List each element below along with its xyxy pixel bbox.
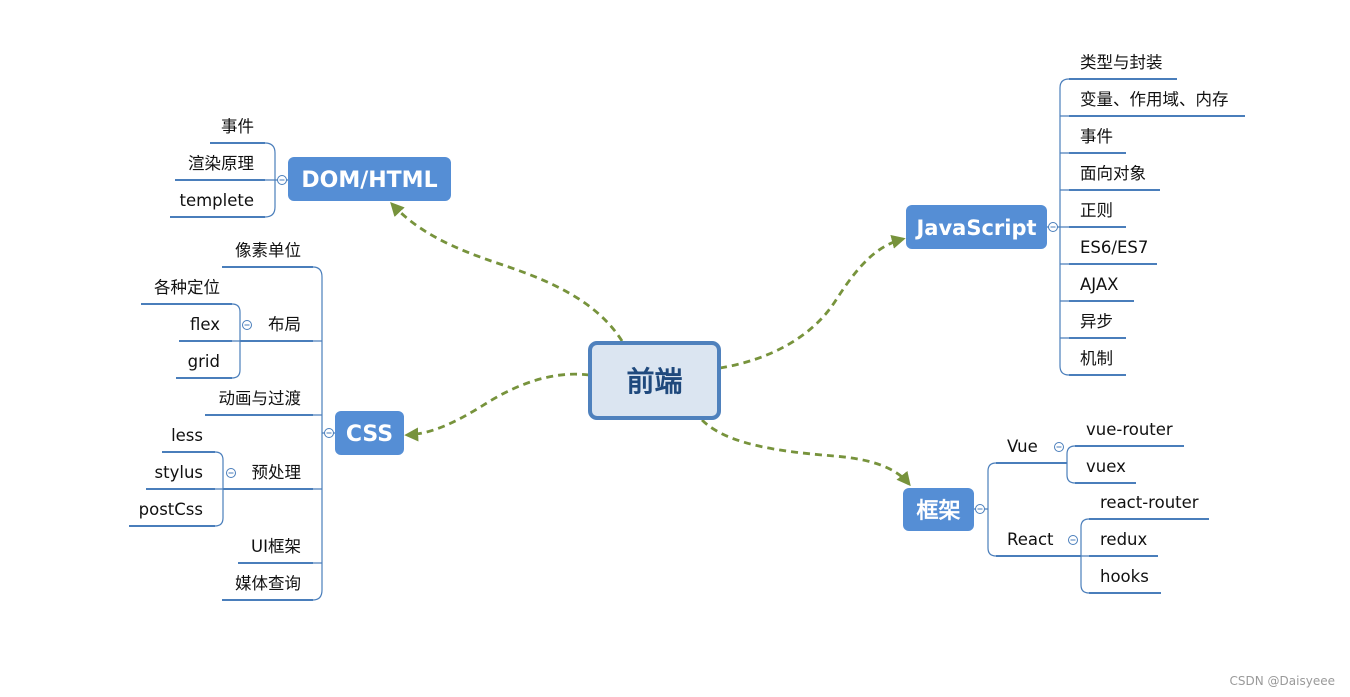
subtopic-label: flex <box>190 315 220 334</box>
subtopic-animation-transition: 动画与过渡 <box>205 389 313 416</box>
subtopic-label: 渲染原理 <box>188 154 254 173</box>
javascript-bracket <box>1047 78 1070 376</box>
subtopic-label: 面向对象 <box>1080 164 1146 183</box>
topic-framework-label: 框架 <box>916 498 960 524</box>
subtopic-label: 媒体查询 <box>235 574 301 593</box>
topic-css-box <box>335 411 404 455</box>
subtopic-preprocessing: 预处理 less stylus postCss <box>129 426 313 527</box>
subtopic-label: hooks <box>1100 567 1149 586</box>
collapse-toggle-icon <box>242 320 252 330</box>
root-topic-label: 前端 <box>626 365 682 398</box>
subtopic-label: less <box>171 426 203 445</box>
subtopic-ajax: AJAX <box>1069 275 1134 302</box>
subtopic-variables-scope-memory: 变量、作用域、内存 <box>1069 90 1245 117</box>
subtopic-es6-es7: ES6/ES7 <box>1069 238 1157 265</box>
subtopic-label: react-router <box>1100 493 1199 512</box>
subtopic-label: 事件 <box>1080 127 1113 146</box>
topic-javascript-box <box>906 205 1047 249</box>
subtopic-async: 异步 <box>1069 312 1126 339</box>
subtopic-label: 各种定位 <box>154 278 220 297</box>
subtopic-vuex: vuex <box>1075 457 1136 484</box>
subtopic-vue-router: vue-router <box>1075 420 1184 447</box>
watermark: CSDN @Daisyeee <box>1230 674 1335 688</box>
subtopic-object-oriented: 面向对象 <box>1069 164 1160 191</box>
subtopic-label: UI框架 <box>251 537 301 556</box>
subtopic-js-events: 事件 <box>1069 127 1126 154</box>
preprocessing-bracket <box>214 451 224 527</box>
branch-css: CSS 像素单位 布局 各种定位 flex <box>129 241 404 601</box>
subtopic-react: React react-router redux hooks <box>996 493 1209 594</box>
subtopic-label: ES6/ES7 <box>1080 238 1148 257</box>
subtopic-label: Vue <box>1007 437 1038 456</box>
vue-bracket <box>1066 445 1076 484</box>
subtopic-types-encapsulation: 类型与封装 <box>1069 53 1177 80</box>
branch-javascript: JavaScript 类型与封装 变量、作用域、内存 事件 面向对象 正则 ES… <box>906 53 1245 376</box>
subtopic-ui-framework: UI框架 <box>238 537 313 564</box>
subtopic-positioning: 各种定位 <box>141 278 232 305</box>
topic-javascript-label: JavaScript <box>914 216 1036 240</box>
subtopic-less: less <box>162 426 215 453</box>
subtopic-mechanism: 机制 <box>1069 349 1126 376</box>
subtopic-media-queries: 媒体查询 <box>222 574 313 601</box>
subtopic-label: 事件 <box>221 117 254 136</box>
css-bracket <box>312 266 335 601</box>
subtopic-layout: 布局 各种定位 flex grid <box>141 278 313 379</box>
subtopic-label: grid <box>188 352 220 371</box>
subtopic-stylus: stylus <box>146 463 215 490</box>
subtopic-label: 类型与封装 <box>1080 53 1163 72</box>
subtopic-label: 变量、作用域、内存 <box>1080 90 1229 109</box>
subtopic-pixel-units: 像素单位 <box>222 241 313 268</box>
subtopic-label: 异步 <box>1080 312 1113 331</box>
subtopic-events: 事件 <box>210 117 265 144</box>
subtopic-label: templete <box>179 191 254 210</box>
collapse-toggle-icon <box>975 504 985 514</box>
subtopic-label: 预处理 <box>252 463 302 482</box>
subtopic-hooks: hooks <box>1089 567 1161 594</box>
subtopic-label: 动画与过渡 <box>219 389 302 408</box>
collapse-toggle-icon <box>1048 222 1058 232</box>
collapse-toggle-icon <box>226 468 236 478</box>
topic-framework-box <box>903 488 974 531</box>
subtopic-redux: redux <box>1089 530 1158 557</box>
root-connectors <box>390 201 911 487</box>
subtopic-react-router: react-router <box>1089 493 1209 520</box>
arrow-to-css <box>404 372 590 442</box>
subtopic-regex: 正则 <box>1069 201 1126 228</box>
subtopic-grid: grid <box>176 352 232 379</box>
subtopic-label: React <box>1007 530 1054 549</box>
root-topic-box <box>588 341 721 420</box>
arrow-to-dom-html <box>390 201 624 342</box>
subtopic-template: templete <box>170 191 265 218</box>
subtopic-label: AJAX <box>1080 275 1118 294</box>
collapse-toggle-icon <box>1068 535 1078 545</box>
topic-css-label: CSS <box>346 422 393 447</box>
arrow-to-javascript <box>719 235 906 370</box>
subtopic-label: vue-router <box>1086 420 1173 439</box>
subtopic-label: postCss <box>139 500 203 519</box>
topic-dom-html-label: DOM/HTML <box>301 168 437 193</box>
subtopic-label: 正则 <box>1080 201 1113 220</box>
subtopic-label: redux <box>1100 530 1148 549</box>
subtopic-flex: flex <box>179 315 232 342</box>
subtopic-label: vuex <box>1086 457 1126 476</box>
react-bracket <box>1080 518 1090 594</box>
collapse-toggle-icon <box>1054 442 1064 452</box>
subtopic-label: stylus <box>155 463 203 482</box>
subtopic-vue: Vue vue-router vuex <box>996 420 1184 484</box>
subtopic-label: 机制 <box>1080 349 1113 368</box>
branch-framework: 框架 Vue vue-router vuex React <box>903 420 1209 594</box>
layout-bracket <box>231 303 241 379</box>
subtopic-rendering-principle: 渲染原理 <box>175 154 265 181</box>
branch-dom-html: DOM/HTML 事件 渲染原理 templete <box>170 117 451 218</box>
root-topic: 前端 <box>588 341 721 420</box>
subtopic-label: 布局 <box>268 315 301 334</box>
topic-dom-html-box <box>288 157 451 201</box>
arrow-to-framework <box>701 419 911 487</box>
collapse-toggle-icon <box>277 175 287 185</box>
subtopic-postcss: postCss <box>129 500 215 527</box>
collapse-toggle-icon <box>324 428 334 438</box>
subtopic-label: 像素单位 <box>235 241 301 260</box>
